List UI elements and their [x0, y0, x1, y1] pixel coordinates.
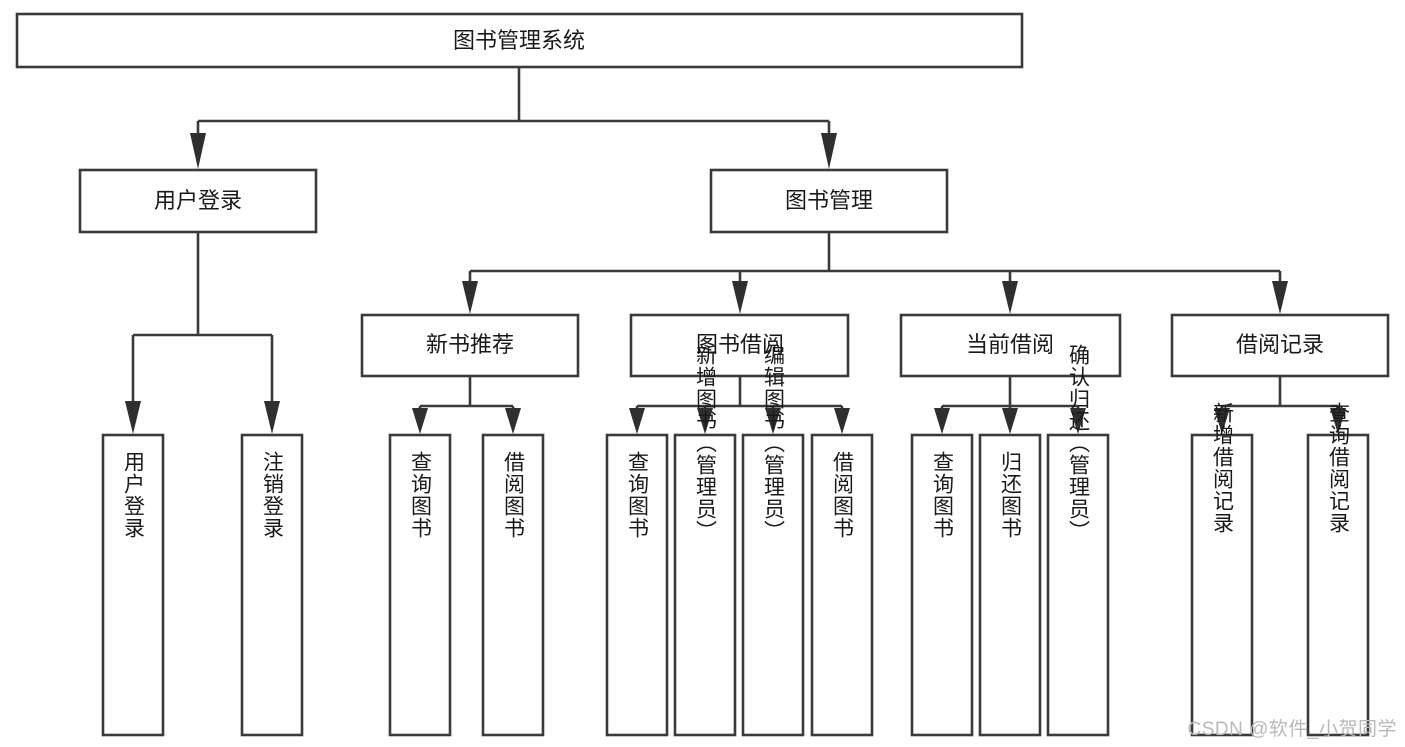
node-book-borrow-box[interactable] — [629, 313, 850, 378]
arrow-head-bb-leaf3 — [765, 408, 781, 434]
node-leaf-user-login-login[interactable]: 用户登录 — [101, 433, 165, 737]
node-leaf-nbr-2-label: 借阅图书 — [502, 451, 526, 539]
node-leaf-bb-1-label: 查询图书 — [626, 451, 650, 539]
node-leaf-br-2-box[interactable] — [1306, 433, 1370, 737]
node-current-borrow[interactable]: 当前借阅 — [899, 313, 1122, 378]
node-leaf-nbr-2-box[interactable] — [481, 433, 545, 737]
node-current-borrow-box[interactable] — [899, 313, 1122, 378]
connector-group-root — [190, 66, 837, 169]
arrow-head-bb-leaf2 — [697, 408, 713, 434]
connector-group-borrow-record — [1214, 376, 1346, 434]
node-book-borrow-label: 图书借阅 — [696, 332, 784, 357]
node-leaf-ul-1-box[interactable] — [101, 433, 165, 737]
connector-group-new-book-recommend — [412, 376, 521, 434]
node-new-book-recommend-box[interactable] — [360, 313, 580, 378]
node-leaf-cb-2-label: 归还图书 — [999, 451, 1023, 539]
node-book-management[interactable]: 图书管理 — [709, 168, 949, 234]
arrow-head-br-leaf1 — [1214, 408, 1230, 434]
node-root-label: 图书管理系统 — [453, 28, 585, 53]
node-leaf-br-2-label: 查询借阅记录 — [1327, 402, 1351, 534]
connector-group-book-borrow — [629, 376, 850, 434]
arrow-head-nbr-leaf1 — [412, 408, 428, 434]
node-leaf-cb-2-box[interactable] — [978, 433, 1042, 737]
node-leaf-bb-3-box[interactable] — [741, 433, 805, 737]
node-new-book-recommend-label: 新书推荐 — [426, 332, 514, 357]
arrow-head-book-borrow — [732, 281, 748, 314]
node-leaf-bb-2-label: 新增图书（管理员） — [694, 344, 718, 542]
node-leaf-nbr-1-label: 查询图书 — [409, 451, 433, 539]
node-leaf-cb-3-box[interactable] — [1046, 433, 1110, 737]
arrow-head-bb-leaf1 — [629, 408, 645, 434]
arrow-head-current-borrow — [1002, 281, 1018, 314]
node-leaf-cb-return-book[interactable]: 归还图书 — [978, 433, 1042, 737]
arrow-head-cb-leaf3 — [1070, 408, 1086, 434]
connector-group-book-manage — [462, 232, 1288, 314]
node-leaf-cb-1-box[interactable] — [910, 433, 974, 737]
node-leaf-nbr-1-box[interactable] — [388, 433, 452, 737]
node-leaf-bb-4-label: 借阅图书 — [831, 451, 855, 539]
node-book-management-box[interactable] — [709, 168, 949, 234]
node-current-borrow-label: 当前借阅 — [966, 332, 1054, 357]
node-user-login-box[interactable] — [78, 168, 318, 234]
node-root-book-management-system[interactable]: 图书管理系统 — [15, 12, 1024, 69]
node-leaf-bb-query-book[interactable]: 查询图书 — [605, 433, 669, 737]
node-leaf-cb-1-label: 查询图书 — [931, 451, 955, 539]
arrow-head-cb-leaf1 — [934, 408, 950, 434]
node-book-management-label: 图书管理 — [785, 188, 873, 213]
node-leaf-br-query-record[interactable]: 查询借阅记录 — [1306, 402, 1370, 737]
arrow-head-new-book-recommend — [462, 281, 478, 314]
node-leaf-bb-edit-book-admin[interactable]: 编辑图书（管理员） — [741, 344, 805, 737]
node-leaf-user-login-logout[interactable]: 注销登录 — [240, 433, 304, 737]
watermark-label: CSDN @软件_小贺同学 — [1187, 719, 1397, 740]
node-leaf-ul-1-label: 用户登录 — [122, 451, 146, 539]
arrow-head-borrow-record — [1272, 281, 1288, 314]
node-book-borrow[interactable]: 图书借阅 — [629, 313, 850, 378]
connector-group-current-borrow — [934, 376, 1086, 434]
node-leaf-bb-3-label: 编辑图书（管理员） — [762, 344, 786, 542]
node-leaf-br-1-label: 新增借阅记录 — [1211, 402, 1235, 534]
node-leaf-cb-confirm-return-admin[interactable]: 确认归还（管理员） — [1046, 344, 1110, 737]
node-leaf-bb-add-book-admin[interactable]: 新增图书（管理员） — [673, 344, 737, 737]
connector-group-user-login — [125, 232, 280, 434]
node-user-login-label: 用户登录 — [154, 188, 242, 213]
node-borrow-record-box[interactable] — [1170, 313, 1390, 378]
arrow-head-user-login — [190, 133, 206, 169]
arrow-head-ul-leaf2 — [264, 401, 280, 434]
node-leaf-cb-query-book[interactable]: 查询图书 — [910, 433, 974, 737]
node-leaf-br-1-box[interactable] — [1190, 433, 1254, 737]
node-new-book-recommend[interactable]: 新书推荐 — [360, 313, 580, 378]
node-leaf-ul-2-label: 注销登录 — [261, 451, 285, 539]
arrow-head-nbr-leaf2 — [505, 408, 521, 434]
node-root-box[interactable] — [15, 12, 1024, 69]
arrow-head-cb-leaf2 — [1002, 408, 1018, 434]
arrow-head-ul-leaf1 — [125, 401, 141, 434]
arrow-head-br-leaf2 — [1330, 408, 1346, 434]
node-leaf-nbr-query-book[interactable]: 查询图书 — [388, 433, 452, 737]
node-leaf-bb-1-box[interactable] — [605, 433, 669, 737]
node-leaf-ul-2-box[interactable] — [240, 433, 304, 737]
node-leaf-bb-borrow-book[interactable]: 借阅图书 — [810, 433, 874, 737]
arrow-head-book-manage — [821, 133, 837, 169]
node-leaf-bb-2-box[interactable] — [673, 433, 737, 737]
node-leaf-nbr-borrow-book[interactable]: 借阅图书 — [481, 433, 545, 737]
node-borrow-record[interactable]: 借阅记录 — [1170, 313, 1390, 378]
node-user-login[interactable]: 用户登录 — [78, 168, 318, 234]
arrow-head-bb-leaf4 — [834, 408, 850, 434]
node-leaf-bb-4-box[interactable] — [810, 433, 874, 737]
node-leaf-cb-3-label: 确认归还（管理员） — [1067, 344, 1091, 542]
node-borrow-record-label: 借阅记录 — [1236, 332, 1324, 357]
node-leaf-br-add-record[interactable]: 新增借阅记录 — [1190, 402, 1254, 737]
